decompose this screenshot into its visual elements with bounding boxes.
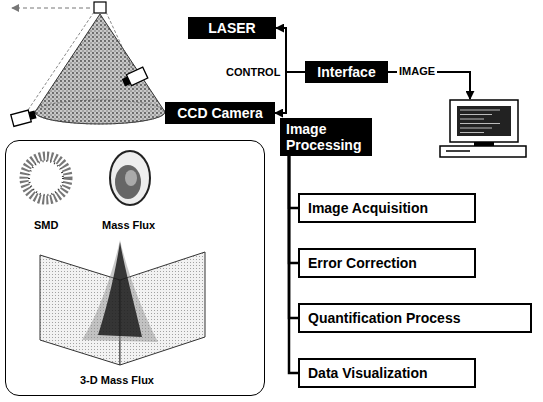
screen-line [460, 123, 500, 124]
camera-body [11, 110, 31, 126]
camera-lens [29, 111, 37, 120]
cone-body [35, 14, 165, 124]
mass-flux-outer [110, 151, 150, 205]
process-box: Image Acquisition [298, 193, 476, 223]
mass-flux-core [115, 165, 141, 199]
laser-sheet-cone [12, 2, 165, 124]
box-label: LASER [208, 20, 255, 36]
drive-slot [446, 150, 470, 152]
beam-arrow [12, 8, 90, 9]
signal-label: CONTROL [224, 66, 282, 79]
camera-box: CCD Camera [165, 102, 275, 124]
mass-flux-plot [110, 151, 150, 205]
screen-line [460, 110, 500, 111]
box-label: Error Correction [308, 255, 417, 271]
box-label: Image Acquisition [308, 200, 428, 216]
laser-box: LASER [188, 17, 276, 39]
view-line [28, 12, 94, 110]
cone-base [35, 100, 165, 124]
box-label: Quantification Process [308, 310, 460, 326]
laser-head [94, 2, 106, 13]
processing-box: Image Processing [280, 118, 372, 156]
view-line [106, 12, 132, 68]
mass-flux-3d-plot [40, 240, 205, 365]
tree-branch [289, 156, 298, 373]
ccd-camera-icon [11, 109, 37, 127]
computer-icon [440, 100, 526, 157]
tree-branch [289, 156, 298, 318]
smd-ring-inner [29, 161, 63, 195]
plot-caption: Mass Flux [102, 217, 155, 233]
plot-caption: SMD [34, 217, 58, 233]
monitor [450, 100, 518, 142]
box-label: Interface [317, 64, 375, 80]
screen-lines [460, 110, 500, 133]
box-label: CCD Camera [177, 105, 263, 121]
smd-ring-plot [24, 156, 68, 200]
screen [457, 106, 511, 136]
mass-flux-center [125, 170, 137, 186]
interface-box: Interface [305, 61, 388, 83]
box-label: Data Visualization [308, 365, 428, 381]
screen-line [460, 132, 484, 133]
tree-branch [289, 156, 298, 263]
signal-label: IMAGE [397, 65, 437, 78]
smd-ring [24, 156, 68, 200]
tree-branch [289, 156, 298, 208]
plot-caption: 3-D Mass Flux [80, 372, 154, 388]
box-label: Image Processing [286, 121, 366, 153]
camera-lens [122, 77, 131, 87]
process-box: Quantification Process [298, 303, 532, 333]
ccd-camera-icon [121, 67, 148, 88]
process-box: Error Correction [298, 248, 476, 278]
results-panel: SMD Mass Flux 3-D Mass Flux [5, 140, 265, 396]
plume-halo [82, 240, 158, 342]
screen-line [460, 128, 492, 129]
process-box: Data Visualization [298, 358, 476, 388]
screen-line [460, 119, 484, 120]
plume-core [98, 242, 142, 337]
computer-base [440, 146, 526, 157]
screen-line [460, 114, 492, 115]
